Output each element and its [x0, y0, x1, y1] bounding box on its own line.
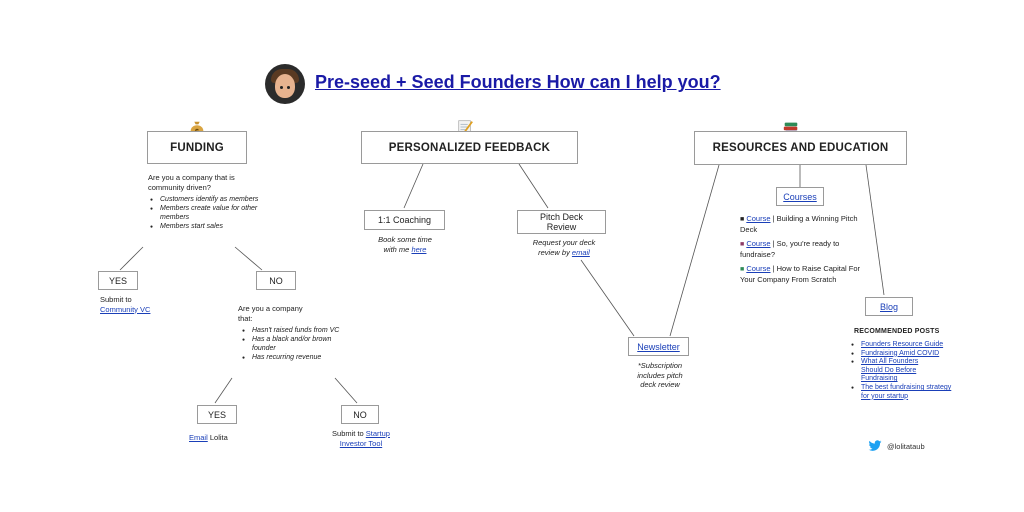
- pitch-deck-box: Pitch Deck Review: [517, 210, 606, 234]
- no-yes-label: YES: [207, 409, 226, 420]
- twitter-bird-icon[interactable]: [868, 440, 882, 452]
- coaching-label: 1:1 Coaching: [377, 215, 432, 225]
- newsletter-box[interactable]: Newsletter: [628, 337, 689, 356]
- feedback-label: PERSONALIZED FEEDBACK: [388, 141, 551, 154]
- blog-link[interactable]: Blog: [879, 301, 898, 312]
- newsletter-link[interactable]: Newsletter: [637, 341, 680, 352]
- list-item: Fundraising Amid COVID: [851, 349, 956, 359]
- blog-box[interactable]: Blog: [865, 297, 913, 316]
- post-link[interactable]: What All Founders Should Do Before Fundr…: [861, 358, 919, 383]
- pitch-deck-label: Pitch Deck Review: [539, 212, 583, 232]
- email-lolita-link[interactable]: Email: [189, 433, 208, 442]
- line-funding-no: [234, 246, 263, 271]
- community-vc-link[interactable]: Community VC: [100, 304, 151, 314]
- list-item: The best fundraising strategy for your s…: [851, 383, 956, 401]
- list-item: Customers identify as members: [150, 196, 270, 205]
- line-no-yes: [214, 377, 233, 404]
- money-bag-icon: ■: [740, 216, 745, 223]
- pitch-deck-caption: Request your deck review by: [532, 238, 596, 257]
- line-feedback-coaching: [403, 163, 424, 209]
- school-bag-icon: ■: [740, 241, 745, 248]
- funding-question: Are you a company that is community driv…: [148, 173, 235, 192]
- course-link[interactable]: Course: [746, 214, 771, 223]
- funding-no-criteria-list: Hasn't raised funds from VC Has a black …: [242, 327, 344, 363]
- newsletter-note: *Subscription includes pitch deck review: [637, 361, 683, 389]
- books-icon: ■: [740, 266, 745, 273]
- list-item: Members create value for other members: [150, 205, 270, 222]
- funding-yes-label: YES: [108, 275, 127, 286]
- course-title: | How to Raise Capital For Your Company …: [740, 264, 860, 284]
- funding-criteria-list: Customers identify as members Members cr…: [150, 196, 270, 232]
- twitter-handle[interactable]: @lolitataub: [887, 442, 925, 451]
- list-item: Hasn't raised funds from VC: [242, 327, 344, 336]
- feedback-box: PERSONALIZED FEEDBACK: [361, 131, 578, 164]
- list-item: Has a black and/or brown founder: [242, 336, 344, 353]
- coaching-text: Book some time with me here: [372, 235, 438, 254]
- startup-investor-tool-link[interactable]: Startup Investor Tool: [339, 429, 390, 448]
- page-title[interactable]: Pre-seed + Seed Founders How can I help …: [315, 72, 721, 92]
- funding-yes-caption: Submit to: [100, 295, 132, 304]
- courses-list: ■ Course | Building a Winning Pitch Deck…: [740, 214, 860, 284]
- funding-yes-text: Submit to Community VC: [100, 295, 190, 314]
- funding-no-question: Are you a company that:: [238, 304, 303, 323]
- funding-no-box: NO: [256, 271, 296, 290]
- pitch-deck-text: Request your deck review by email: [528, 238, 600, 257]
- course-item: ■ Course | Building a Winning Pitch Deck: [740, 214, 860, 234]
- no-no-box: NO: [341, 405, 379, 424]
- line-pitch-newsletter: [580, 259, 635, 337]
- avatar: [265, 64, 305, 104]
- funding-box: FUNDING: [147, 131, 247, 164]
- recommended-posts-list: Founders Resource Guide Fundraising Amid…: [851, 341, 956, 401]
- coaching-caption: Book some time with me: [378, 235, 432, 254]
- courses-box[interactable]: Courses: [776, 187, 824, 206]
- startup-investor-caption: Submit to: [332, 429, 364, 438]
- recommended-posts-title: RECOMMENDED POSTS: [854, 328, 940, 335]
- list-item: What All Founders Should Do Before Fundr…: [851, 358, 956, 384]
- email-lolita-name: Lolita: [209, 433, 228, 442]
- course-item: ■ Course | How to Raise Capital For Your…: [740, 264, 860, 284]
- funding-label: FUNDING: [170, 141, 224, 154]
- coaching-box: 1:1 Coaching: [364, 210, 445, 230]
- startup-investor-text: Submit to Startup Investor Tool: [326, 429, 396, 448]
- post-link[interactable]: Founders Resource Guide: [861, 341, 944, 348]
- line-funding-yes: [119, 246, 144, 271]
- list-item: Has recurring revenue: [242, 354, 344, 363]
- coaching-here-link[interactable]: here: [411, 244, 427, 254]
- pitch-deck-email-link[interactable]: email: [571, 247, 590, 257]
- course-item: ■ Course | So, you're ready to fundraise…: [740, 239, 860, 259]
- line-no-no: [334, 377, 358, 404]
- post-link[interactable]: Fundraising Amid COVID: [861, 349, 940, 357]
- course-link[interactable]: Course: [746, 264, 771, 273]
- list-item: Members start sales: [150, 223, 270, 232]
- post-link[interactable]: The best fundraising strategy for your s…: [861, 383, 952, 400]
- line-resources-newsletter: [669, 164, 720, 337]
- line-resources-blog: [865, 164, 885, 296]
- email-lolita-text: Email Lolita: [189, 433, 249, 443]
- courses-link[interactable]: Courses: [783, 191, 817, 202]
- memo-icon: [458, 120, 473, 135]
- no-yes-box: YES: [197, 405, 237, 424]
- no-no-label: NO: [353, 409, 367, 420]
- course-link[interactable]: Course: [746, 239, 771, 248]
- course-title: | So, you're ready to fundraise?: [740, 239, 840, 259]
- funding-yes-box: YES: [98, 271, 138, 290]
- funding-no-label: NO: [269, 275, 283, 286]
- line-feedback-pitch: [518, 163, 549, 209]
- course-title: | Building a Winning Pitch Deck: [740, 214, 858, 234]
- list-item: Founders Resource Guide: [851, 341, 956, 350]
- resources-box: RESOURCES AND EDUCATION: [694, 131, 907, 165]
- resources-label: RESOURCES AND EDUCATION: [712, 142, 889, 154]
